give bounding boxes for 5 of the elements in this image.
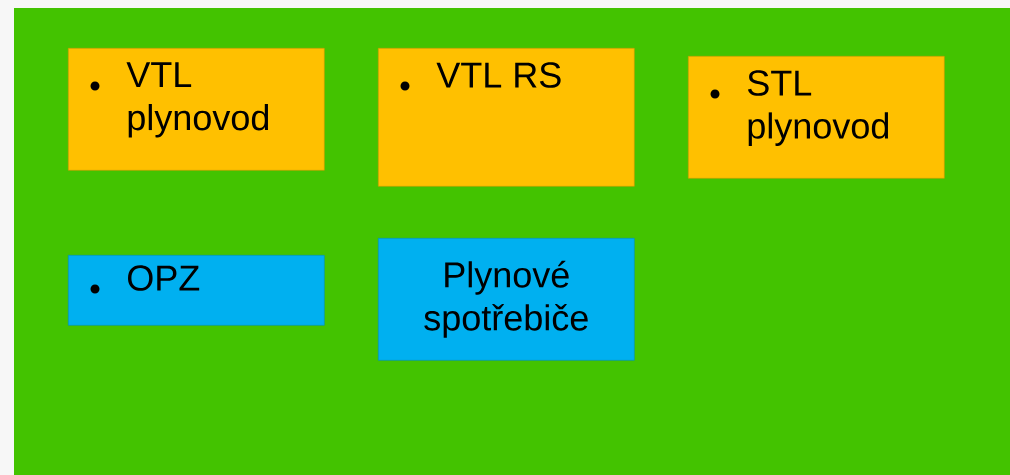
text-box: OPZ bbox=[68, 255, 325, 326]
text-box: Plynové spotřebiče bbox=[378, 238, 635, 361]
text-box: VTL RS bbox=[378, 48, 635, 187]
text-box: VTL plynovod bbox=[68, 48, 325, 171]
text-box: STL plynovod bbox=[688, 56, 945, 179]
